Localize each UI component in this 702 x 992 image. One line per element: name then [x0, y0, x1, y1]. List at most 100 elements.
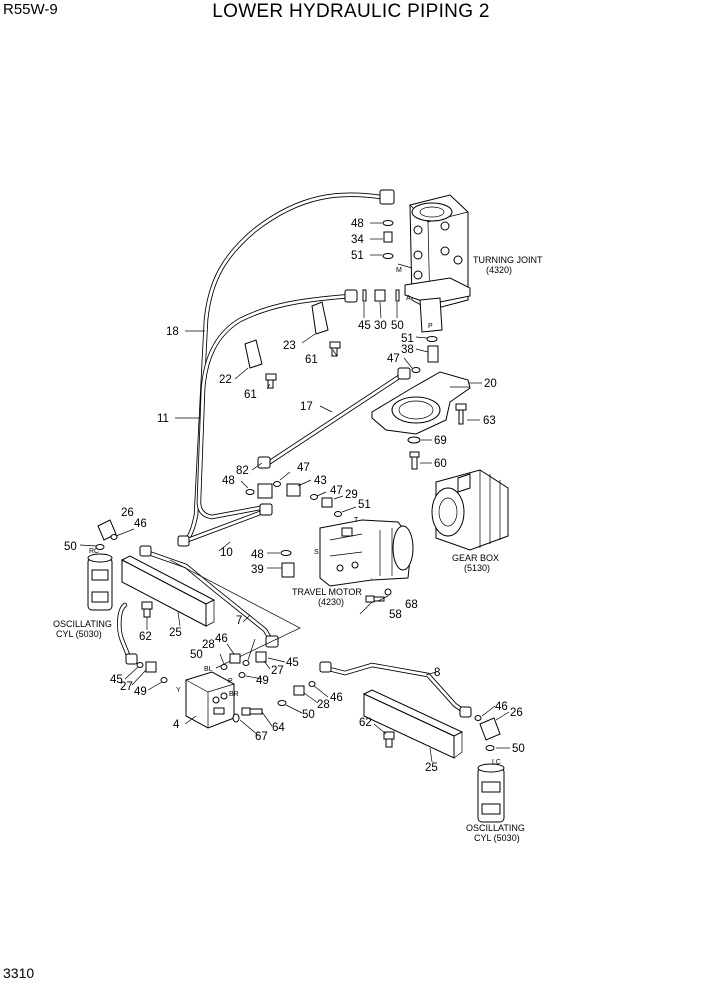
o-ring-51c [334, 511, 342, 517]
callout-25: 25 [169, 627, 182, 639]
callout-30: 30 [374, 320, 387, 332]
callout-46: 46 [134, 518, 147, 530]
o-ring-45c [136, 662, 144, 668]
callout-62: 62 [139, 631, 152, 643]
reference-line [169, 559, 301, 669]
port-rc: RC [89, 548, 99, 555]
bolt-62a [141, 601, 153, 618]
oscillating-left-code: CYL (5030) [56, 629, 102, 639]
connector-27a [255, 651, 267, 663]
port-a: A [406, 295, 411, 302]
fitting-8-left [319, 661, 332, 673]
callout-61: 61 [244, 389, 257, 401]
tee-43 [286, 483, 301, 497]
bracket-22 [244, 339, 263, 369]
callout-62: 62 [359, 717, 372, 729]
bracket-20 [371, 371, 471, 435]
port-t: T [354, 517, 359, 524]
o-ring-47 [411, 367, 421, 373]
travel-motor [319, 519, 414, 587]
page-title: LOWER HYDRAULIC PIPING 2 [212, 1, 490, 22]
travel-motor-code: (4230) [318, 597, 344, 607]
gear-box-name: GEAR BOX [452, 553, 499, 563]
o-ring-49b [160, 677, 168, 683]
fitting-7-left [139, 545, 152, 557]
callout-82: 82 [236, 465, 249, 477]
port-p: P [428, 323, 433, 330]
bolt-62b [383, 731, 395, 748]
plug-68 [384, 588, 392, 596]
hose-18 [183, 192, 390, 543]
port-lc: LC [492, 759, 501, 766]
port-p-valve: P [228, 678, 233, 685]
callout-63: 63 [483, 415, 496, 427]
connector-30 [374, 289, 386, 302]
o-ring-46b [242, 660, 250, 666]
callout-11: 11 [157, 413, 169, 425]
callout-47: 47 [387, 353, 400, 365]
callout-27: 27 [271, 665, 284, 677]
pipe-8 [322, 662, 468, 715]
callout-numbers: 48 34 51 18 45 30 50 51 23 38 47 61 22 2… [64, 218, 525, 774]
callout-22: 22 [219, 374, 232, 386]
callout-46: 46 [330, 692, 343, 704]
callout-51: 51 [358, 499, 371, 511]
callout-27: 27 [120, 681, 133, 693]
callout-7: 7 [236, 615, 242, 627]
callout-38: 38 [401, 344, 414, 356]
callout-46: 46 [495, 701, 508, 713]
guard-25-right [362, 689, 464, 759]
model-code: R55W-9 [3, 1, 58, 18]
callout-26: 26 [510, 707, 523, 719]
oscillating-cylinder-left [87, 553, 113, 611]
callout-25: 25 [425, 762, 438, 774]
callout-8: 8 [434, 667, 440, 679]
connector-27b [145, 661, 157, 673]
valve-block-4 [185, 671, 235, 729]
o-ring-47c [310, 494, 318, 500]
turning-joint-name: TURNING JOINT [473, 255, 543, 265]
fitting-17-top [397, 367, 411, 380]
washer-69 [407, 436, 421, 444]
gear-box-code: (5130) [464, 563, 490, 573]
callout-50: 50 [302, 709, 315, 721]
elbow-39 [281, 562, 295, 578]
fitting-17-bottom [257, 456, 271, 469]
callout-45: 45 [286, 657, 299, 669]
callout-48: 48 [251, 549, 264, 561]
callout-20: 20 [484, 378, 497, 390]
port-y: Y [176, 687, 181, 694]
callout-49: 49 [256, 675, 269, 687]
callout-50: 50 [391, 320, 404, 332]
fitting-left-lower [125, 653, 138, 665]
guard-25-left [120, 555, 216, 627]
callout-17: 17 [300, 401, 313, 413]
callout-26: 26 [121, 507, 134, 519]
connector-28b [293, 685, 305, 696]
callout-23: 23 [283, 340, 296, 352]
gear-box [431, 469, 509, 551]
o-ring-50d [277, 700, 287, 706]
callout-34: 34 [351, 234, 364, 246]
turning-joint-code: (4320) [486, 265, 512, 275]
o-ring-46d [474, 715, 482, 721]
hose-17 [267, 370, 408, 465]
connector-34 [383, 231, 393, 243]
oscillating-right-code: CYL (5030) [474, 833, 520, 843]
hose-10 [177, 507, 271, 546]
fitting-18-bottom [177, 535, 190, 547]
callout-45: 45 [358, 320, 371, 332]
elbow-26b [479, 717, 501, 741]
callout-28: 28 [202, 639, 215, 651]
fitting-11-top [344, 289, 358, 303]
connector-28a [229, 653, 241, 664]
callout-61: 61 [305, 354, 318, 366]
callout-47: 47 [297, 462, 310, 474]
callout-64: 64 [272, 722, 285, 734]
oscillating-cylinder-right [477, 763, 505, 823]
callout-4: 4 [173, 719, 180, 731]
o-ring-48c [280, 550, 292, 556]
callout-69: 69 [434, 435, 447, 447]
callout-58: 58 [389, 609, 402, 621]
callout-46: 46 [215, 633, 228, 645]
